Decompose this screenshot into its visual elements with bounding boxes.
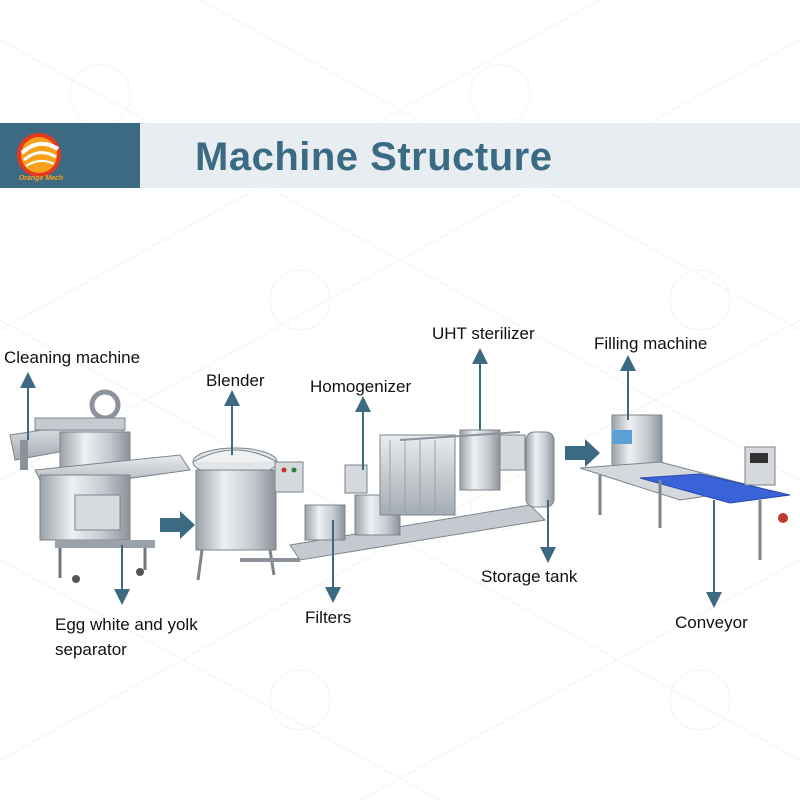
label-filters: Filters <box>305 608 352 627</box>
orange-mech-logo-icon <box>17 133 61 177</box>
logo-text: Orange Mech <box>18 175 64 182</box>
page-title: Machine Structure <box>195 135 553 179</box>
egg-separator <box>34 454 191 583</box>
flow-arrow-icon <box>160 511 195 539</box>
header-banner: Orange Mech Machine Structure <box>0 123 800 188</box>
flow-arrow-icon-2 <box>565 439 600 467</box>
blender-tank <box>192 447 304 581</box>
label-cleaning-machine: Cleaning machine <box>4 348 141 367</box>
banner-light-band <box>105 123 800 188</box>
label-storage-tank: Storage tank <box>481 567 578 586</box>
label-blender: Blender <box>206 371 265 390</box>
label-homogenizer: Homogenizer <box>310 377 412 396</box>
label-conveyor: Conveyor <box>675 613 748 632</box>
processing-line <box>289 429 555 561</box>
filling-conveyor <box>579 414 791 560</box>
label-egg-separator: Egg white and yolk separator <box>55 615 198 659</box>
label-filling-machine: Filling machine <box>594 334 708 353</box>
label-uht-sterilizer: UHT sterilizer <box>432 324 535 343</box>
